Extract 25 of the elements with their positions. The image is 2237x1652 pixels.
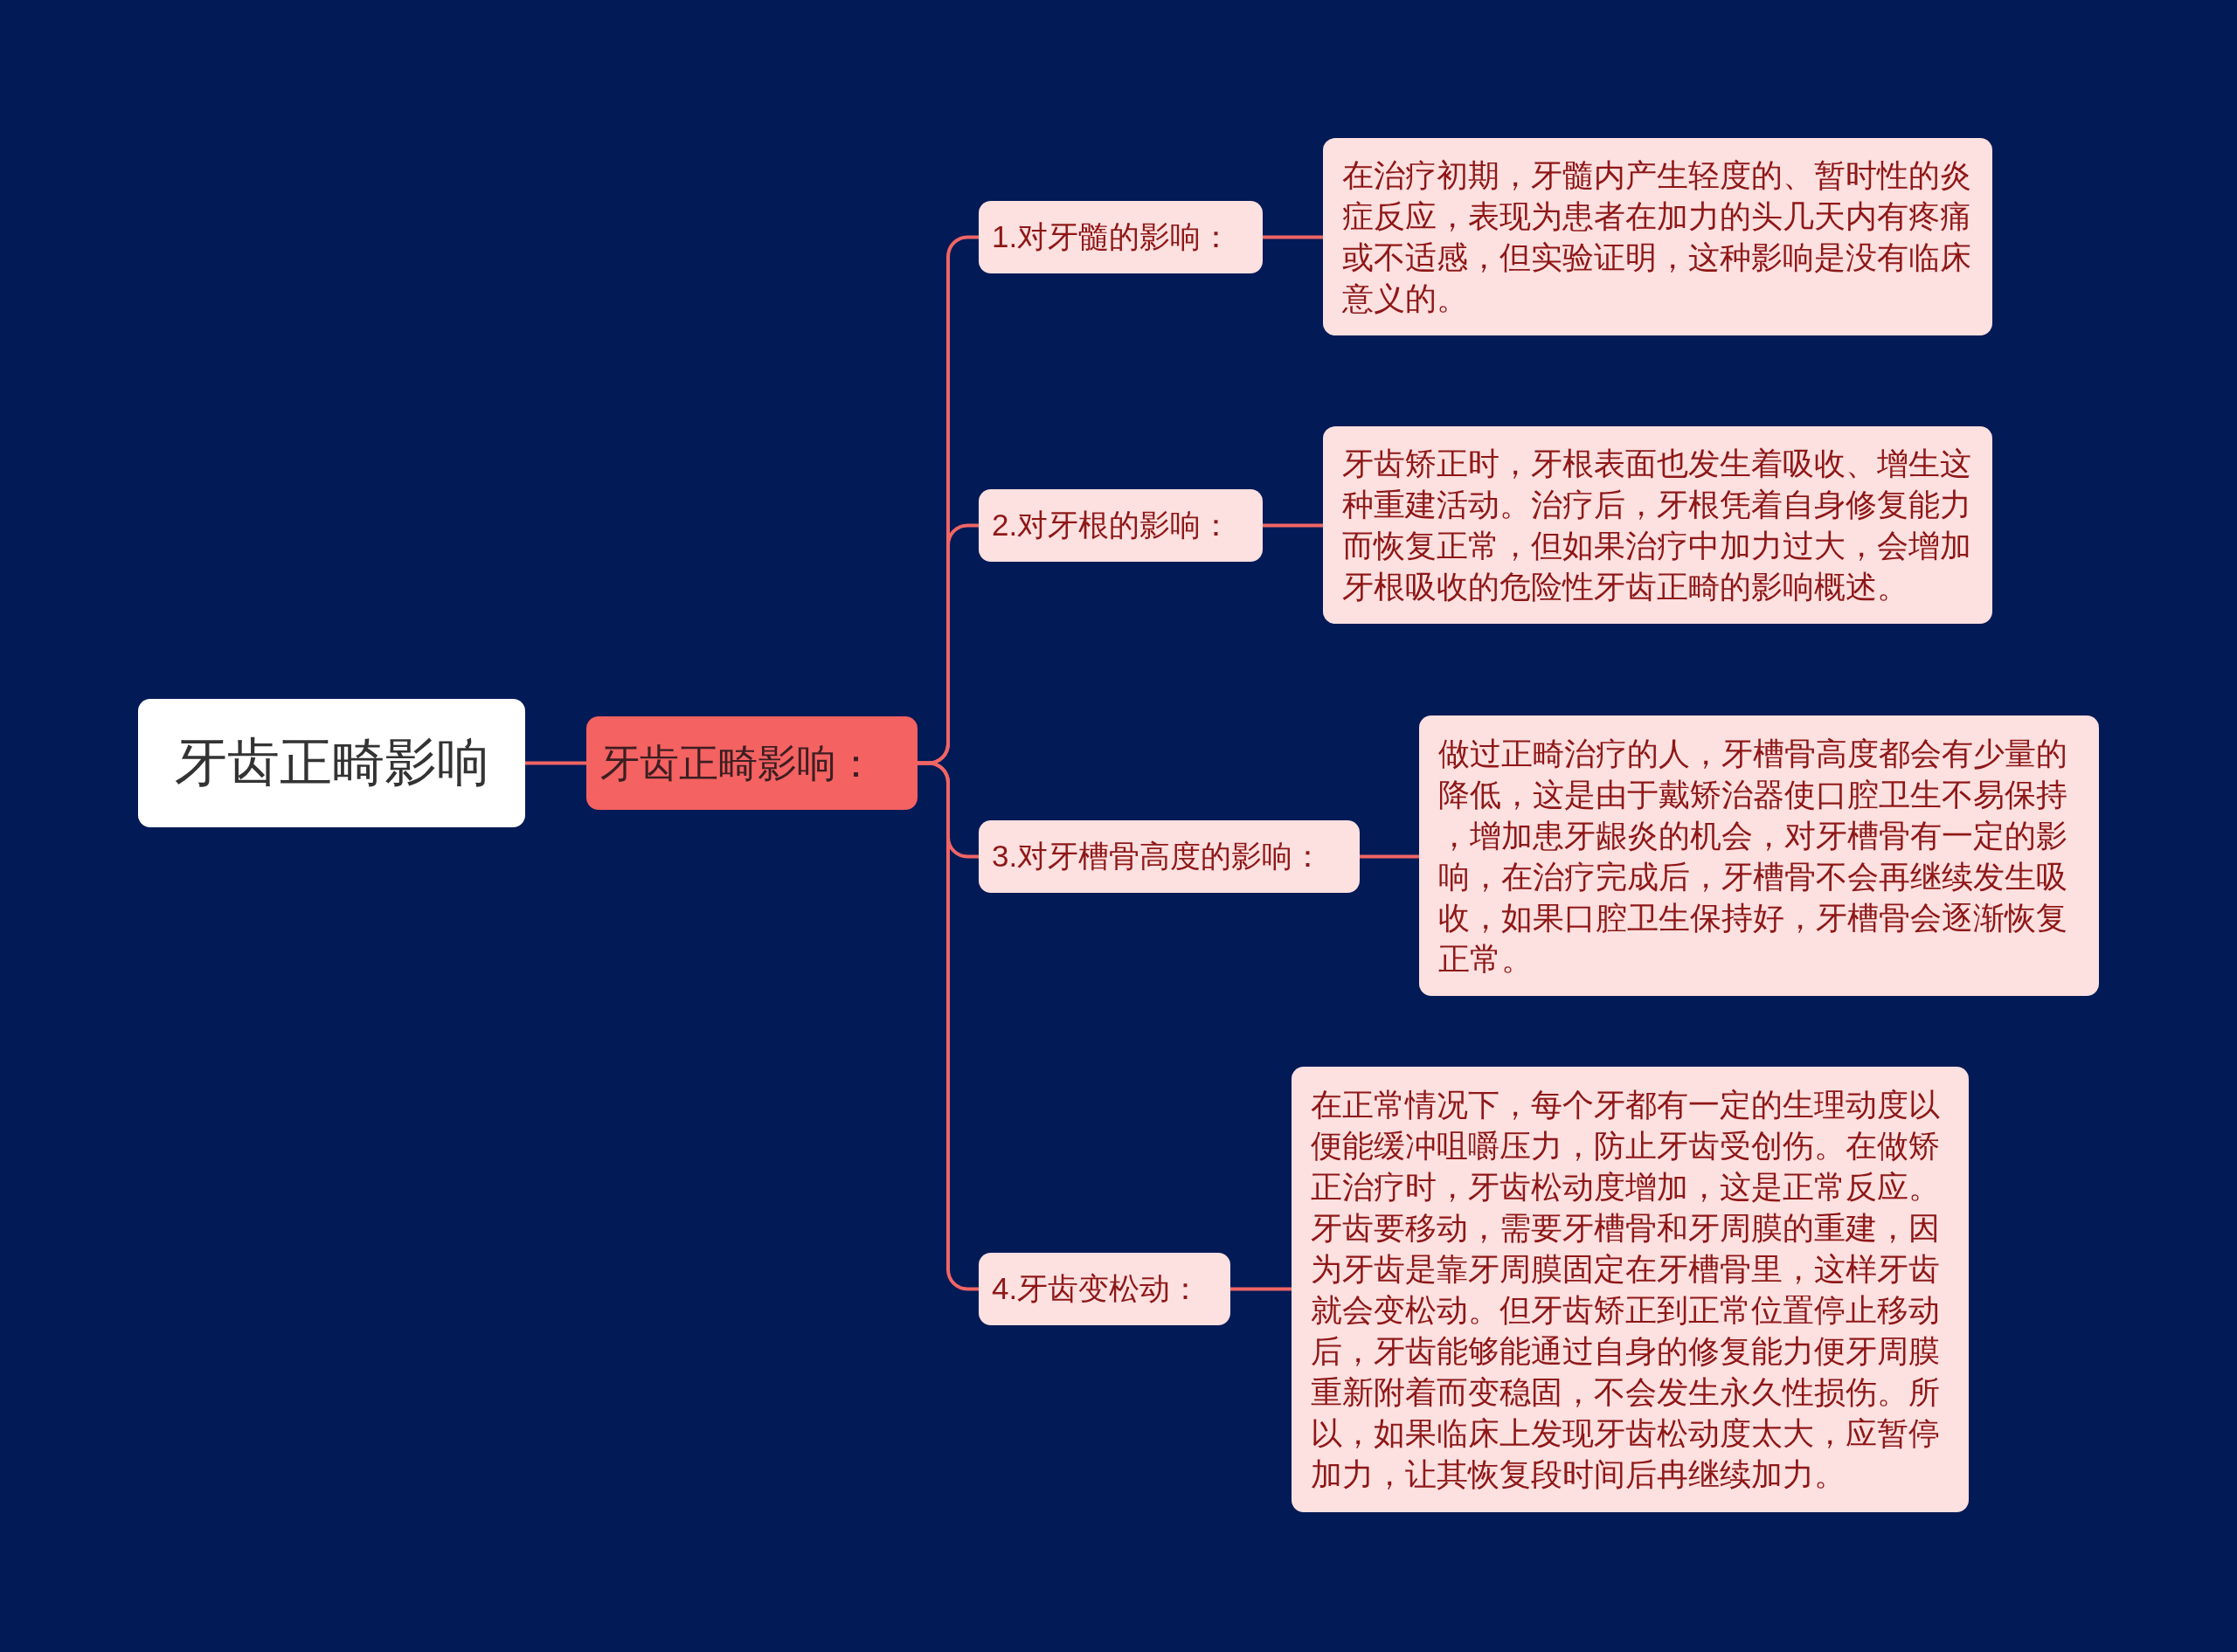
detail-box bbox=[1323, 426, 1992, 624]
subtopic-text: 3.对牙槽骨高度的影响： bbox=[992, 838, 1324, 874]
main-topic-text: 牙齿正畸影响： bbox=[600, 739, 876, 787]
detail-text: 做过正畸治疗的人，牙槽骨高度都会有少量的降低，这是由于戴矫治器使口腔卫生不易保持，增加患牙龈炎的机会，对牙槽骨有一定的影响，在治疗完成后，牙槽骨不会再继续发生吸收，如果口腔卫生保持好，牙槽骨会逐渐恢复正常。 bbox=[1438, 734, 2068, 978]
connector-line bbox=[1263, 235, 1323, 239]
subtopic-text: 2.对牙根的影响： bbox=[992, 507, 1232, 543]
central-topic-text: 牙齿正畸影响 bbox=[174, 732, 489, 793]
main-topic-box bbox=[586, 716, 918, 810]
subtopic-box bbox=[979, 1253, 1230, 1325]
connector-line bbox=[1263, 523, 1323, 528]
detail-text: 牙齿矫正时，牙根表面也发生着吸收、增生这种重建活动。治疗后，牙根凭着自身修复能力而恢复正常，但如果治疗中加力过大，会增加牙根吸收的危险性牙齿正畸的影响概述。 bbox=[1342, 445, 1972, 606]
central-topic-box bbox=[138, 699, 525, 827]
connector-line bbox=[525, 761, 586, 765]
subtopic-box bbox=[979, 489, 1263, 562]
subtopic-box bbox=[979, 820, 1360, 893]
subtopic-text: 4.牙齿变松动： bbox=[992, 1270, 1202, 1307]
detail-text: 在治疗初期，牙髓内产生轻度的、暂时性的炎症反应，表现为患者在加力的头几天内有疼痛或不适感，但实验证明，这种影响是没有临床意义的。 bbox=[1342, 156, 1972, 318]
subtopic-box bbox=[979, 201, 1263, 273]
subtopic-text: 1.对牙髓的影响： bbox=[992, 218, 1232, 255]
detail-box bbox=[1323, 138, 1992, 335]
detail-text: 在正常情况下，每个牙都有一定的生理动度以便能缓冲咀嚼压力，防止牙齿受创伤。在做矫正治疗时，牙齿松动度增加，这是正常反应。牙齿要移动，需要牙槽骨和牙周膜的重建，因为牙齿是靠牙周膜固定在牙槽骨里，这样牙齿就会变松动。但牙齿矫正到正常位置停止移动后，牙齿能够能通过自身的修复能力便牙周膜重新附着而变稳固，不会发生永久性损伤。所以，如果临床上发现牙齿松动度太大，应暂停加力，让其恢复段时间后冉继续加力。 bbox=[1311, 1086, 1941, 1494]
connector-line bbox=[1230, 1287, 1292, 1291]
connector-line bbox=[918, 761, 979, 1291]
detail-box bbox=[1419, 715, 2099, 996]
connector-line bbox=[1360, 854, 1419, 859]
